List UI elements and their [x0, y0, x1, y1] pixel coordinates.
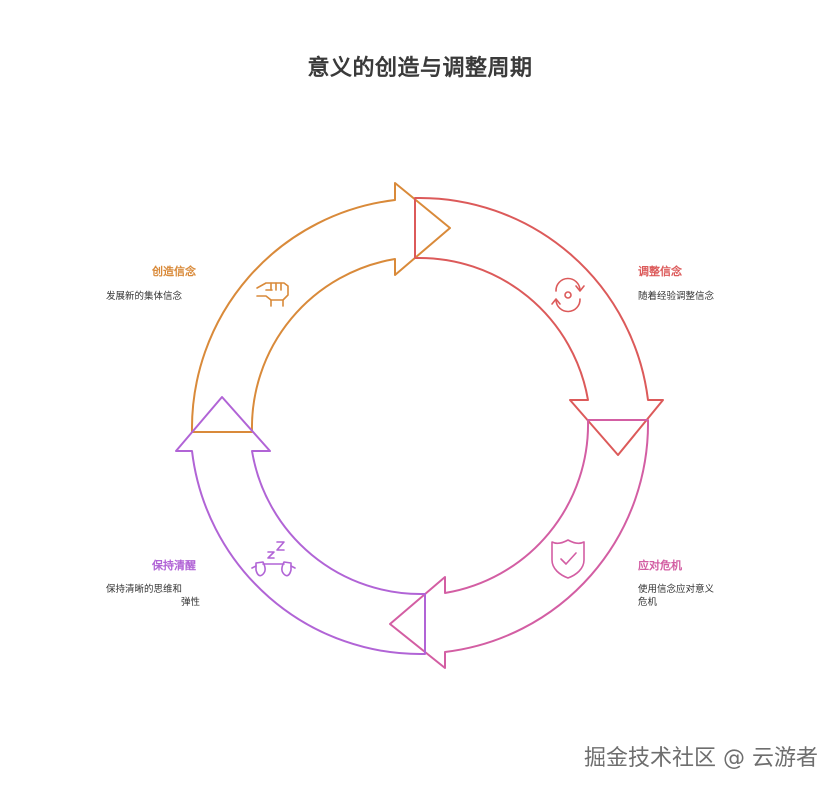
hand-icon [256, 282, 289, 307]
stage-label-create: 创造信念 [152, 265, 196, 278]
shield-check-icon [551, 539, 585, 579]
arrow-segment-respond [389, 419, 650, 669]
goggles-zz-icon [251, 541, 296, 577]
arrow-segment-clarity [175, 396, 426, 656]
watermark: 掘金技术社区 @ 云游者 [584, 746, 818, 771]
arrow-segment-create [190, 182, 451, 433]
arrow-segment-adjust [414, 196, 664, 456]
stage-desc-respond-line2: 危机 [638, 597, 658, 608]
stage-desc-adjust: 随着经验调整信念 [638, 291, 715, 302]
stage-desc-create: 发展新的集体信念 [106, 291, 183, 302]
stage-desc-clarity-line1: 保持清晰的思维和 [106, 584, 183, 595]
stage-desc-clarity: 保持清晰的思维和 弹性 [106, 583, 200, 609]
diagram-title: 意义的创造与调整周期 [307, 56, 533, 81]
stage-label-adjust: 调整信念 [638, 265, 682, 278]
refresh-icon [551, 277, 585, 313]
stage-label-clarity: 保持清醒 [152, 559, 196, 572]
stage-desc-respond: 使用信念应对意义 危机 [638, 583, 714, 609]
stage-label-respond: 应对危机 [638, 559, 682, 572]
stage-desc-respond-line1: 使用信念应对意义 [638, 584, 715, 595]
stage-desc-clarity-line2: 弹性 [180, 597, 200, 608]
